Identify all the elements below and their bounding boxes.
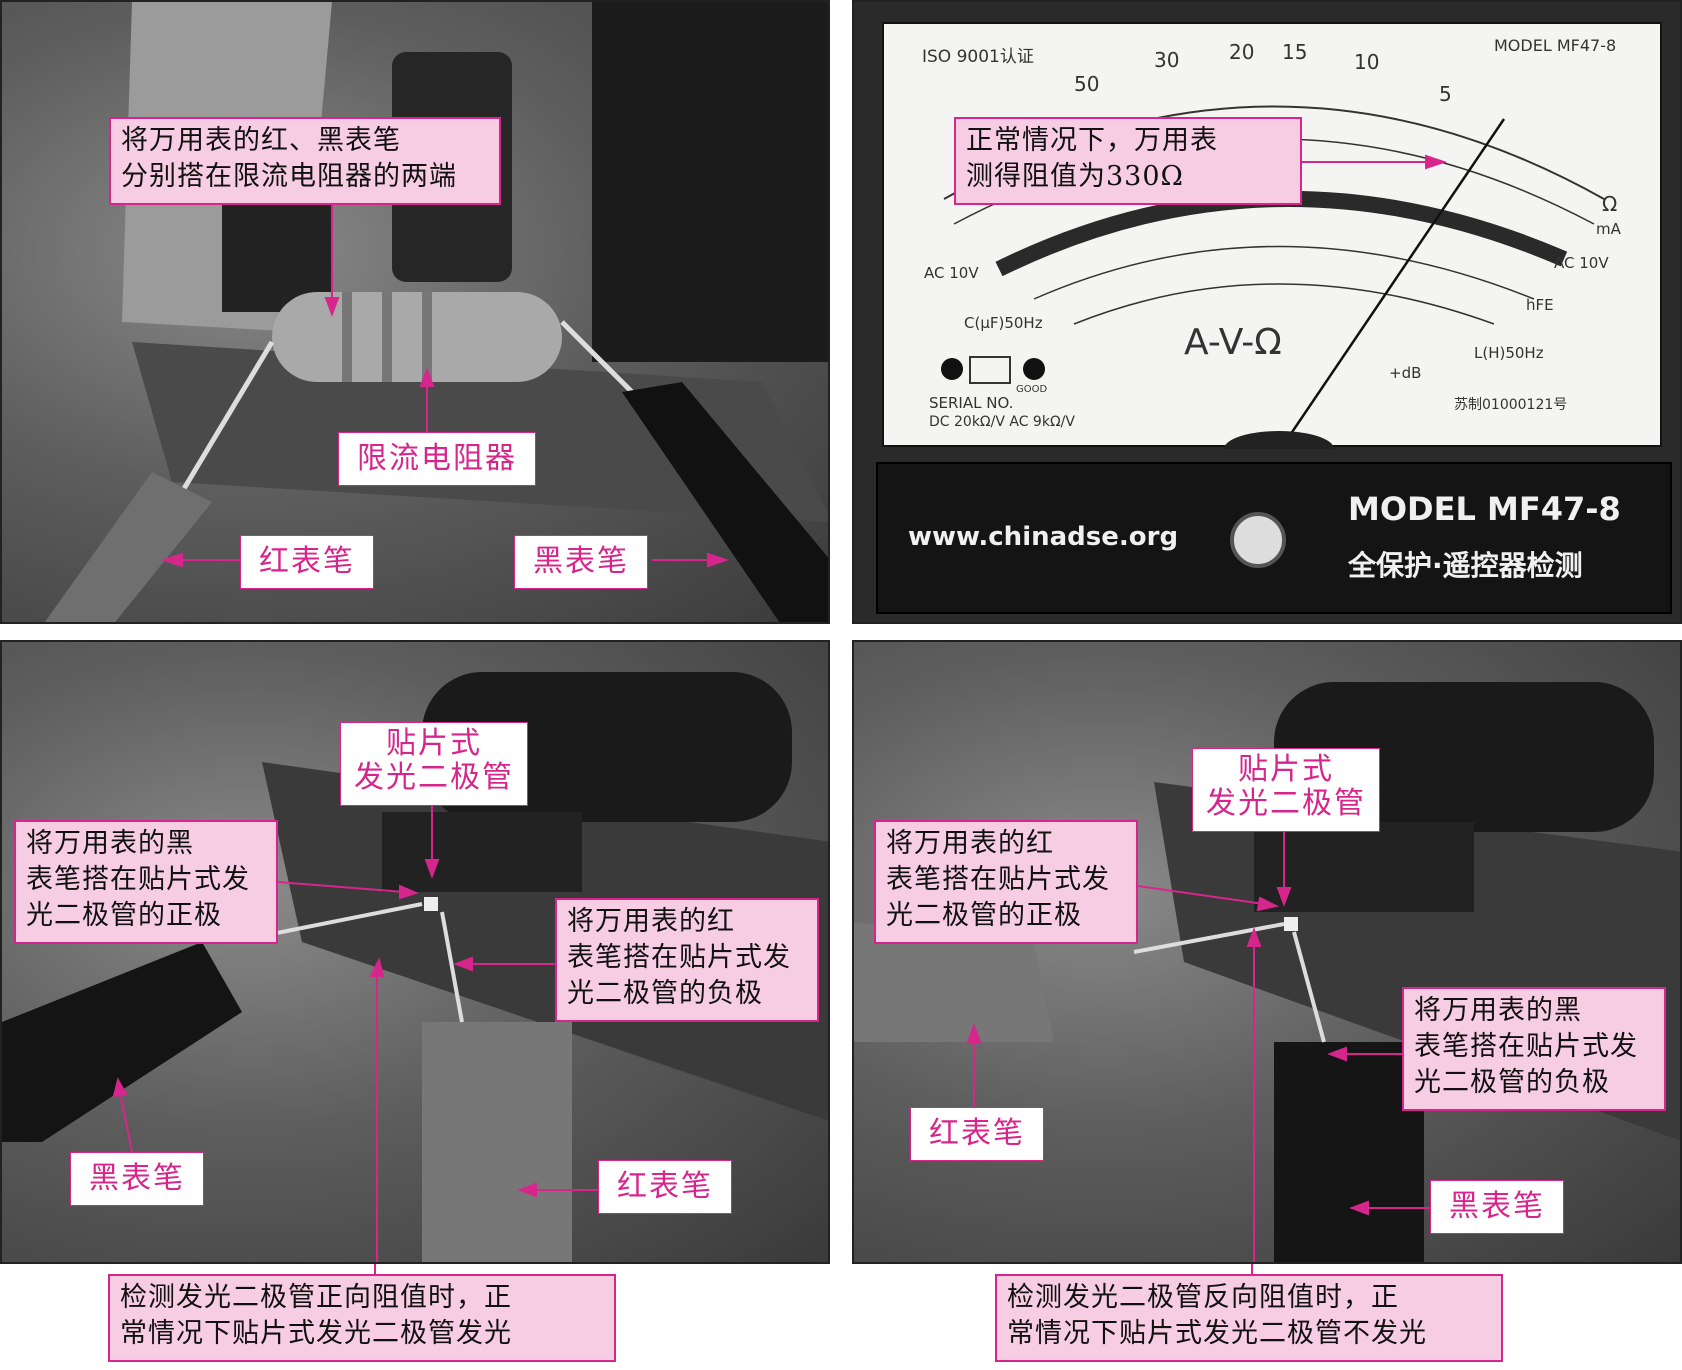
panel-reverse-test: 贴片式 发光二极管 将万用表的红 表笔搭在贴片式发 光二极管的正极 将万用表的黑… xyxy=(852,640,1682,1264)
forward-test-caption: 检测发光二极管正向阻值时，正 常情况下贴片式发光二极管发光 xyxy=(108,1274,616,1362)
resistor-scene xyxy=(44,2,828,622)
slogan-text: 全保护·遥控器检测 xyxy=(1348,549,1583,582)
ac-right-text: AC 10V xyxy=(1554,254,1609,272)
cert-text: 苏制01000121号 xyxy=(1454,397,1568,413)
cap-text: C(μF)50Hz xyxy=(964,314,1043,332)
resistor-label: 限流电阻器 xyxy=(338,432,536,486)
forward-scene xyxy=(2,672,828,1262)
hfe-text: hFE xyxy=(1526,296,1554,314)
red-probe-label: 红表笔 xyxy=(598,1160,732,1214)
ind-text: L(H)50Hz xyxy=(1474,344,1544,362)
zero-adjust-knob[interactable] xyxy=(1230,512,1286,568)
scale-20: 20 xyxy=(1229,40,1255,64)
reverse-scene xyxy=(854,682,1680,1262)
black-probe-label: 黑表笔 xyxy=(70,1152,204,1206)
scale-10: 10 xyxy=(1354,50,1380,74)
scale-15: 15 xyxy=(1282,40,1308,64)
reverse-test-caption: 检测发光二极管反向阻值时，正 常情况下贴片式发光二极管不发光 xyxy=(995,1274,1503,1362)
smd-led-label: 贴片式 发光二极管 xyxy=(340,722,528,806)
scale-50: 50 xyxy=(1074,72,1100,96)
url-text: www.chinadse.org xyxy=(908,522,1179,552)
meter-nameplate: www.chinadse.org MODEL MF47-8 全保护·遥控器检测 xyxy=(876,462,1672,614)
good-text: GOOD xyxy=(1016,384,1048,395)
ohm-symbol: Ω xyxy=(1602,192,1618,216)
meter-face: ISO 9001认证 MODEL MF47-8 50 30 20 15 10 5… xyxy=(882,22,1662,449)
red-probe-anode-callout: 将万用表的红 表笔搭在贴片式发 光二极管的正极 xyxy=(874,820,1138,944)
black-probe-label: 黑表笔 xyxy=(514,535,648,589)
red-probe-label: 红表笔 xyxy=(240,535,374,589)
panel-forward-test: 贴片式 发光二极管 将万用表的黑 表笔搭在贴片式发 光二极管的正极 将万用表的红… xyxy=(0,640,830,1264)
serial-text: SERIAL NO. xyxy=(929,394,1014,412)
model-small-text: MODEL MF47-8 xyxy=(1494,36,1617,55)
avo-text: A-V-Ω xyxy=(1184,322,1282,363)
black-probe-label: 黑表笔 xyxy=(1430,1180,1564,1234)
smd-led-label: 贴片式 发光二极管 xyxy=(1192,748,1380,832)
ac-left-text: AC 10V xyxy=(924,264,979,282)
meter-scales xyxy=(941,105,1605,449)
black-probe-cathode-callout: 将万用表的黑 表笔搭在贴片式发 光二极管的负极 xyxy=(1402,987,1666,1111)
panel-multimeter: ISO 9001认证 MODEL MF47-8 50 30 20 15 10 5… xyxy=(852,0,1682,624)
resistor-probe-callout: 将万用表的红、黑表笔 分别搭在限流电阻器的两端 xyxy=(109,117,501,205)
model-text: MODEL MF47-8 xyxy=(1348,490,1621,528)
panel-resistor-photo: 将万用表的红、黑表笔 分别搭在限流电阻器的两端 限流电阻器 红表笔 黑表笔 xyxy=(0,0,830,624)
scale-30: 30 xyxy=(1154,48,1180,72)
ma-text: mA xyxy=(1596,220,1621,238)
black-probe-anode-callout: 将万用表的黑 表笔搭在贴片式发 光二极管的正极 xyxy=(14,820,278,944)
iso-text: ISO 9001认证 xyxy=(922,47,1034,67)
scale-5: 5 xyxy=(1439,82,1452,106)
resistance-reading-callout: 正常情况下，万用表 测得阻值为330Ω xyxy=(954,117,1302,205)
dc-text: DC 20kΩ/V AC 9kΩ/V xyxy=(929,414,1075,430)
red-probe-cathode-callout: 将万用表的红 表笔搭在贴片式发 光二极管的负极 xyxy=(555,898,819,1022)
db-text: +dB xyxy=(1389,364,1422,382)
red-probe-label: 红表笔 xyxy=(910,1107,1044,1161)
